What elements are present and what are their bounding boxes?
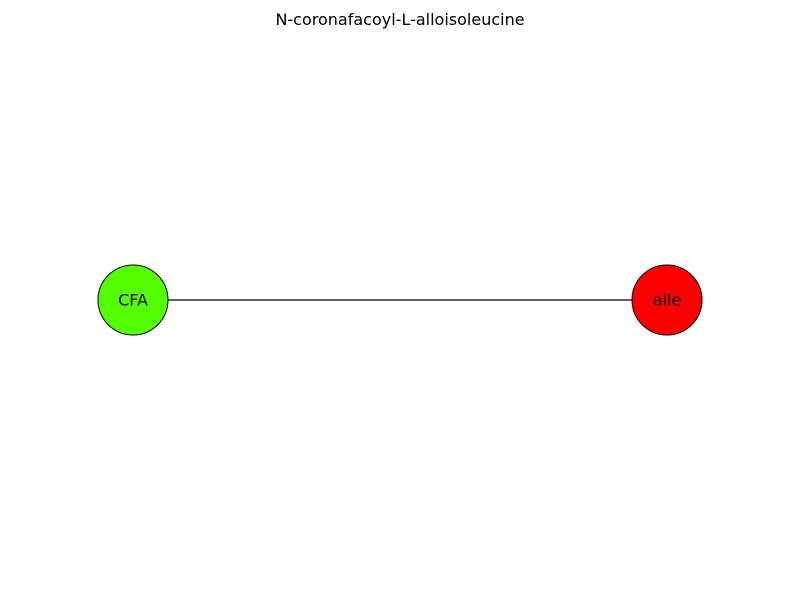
node-alle-label: alle [653, 291, 682, 310]
node-alle: alle [631, 264, 703, 336]
node-cfa-circle [97, 264, 169, 336]
diagram-title: N-coronafacoyl-L-alloisoleucine [275, 10, 524, 29]
node-cfa-label: CFA [118, 291, 148, 310]
node-cfa: CFA [97, 264, 169, 336]
node-alle-circle [631, 264, 703, 336]
